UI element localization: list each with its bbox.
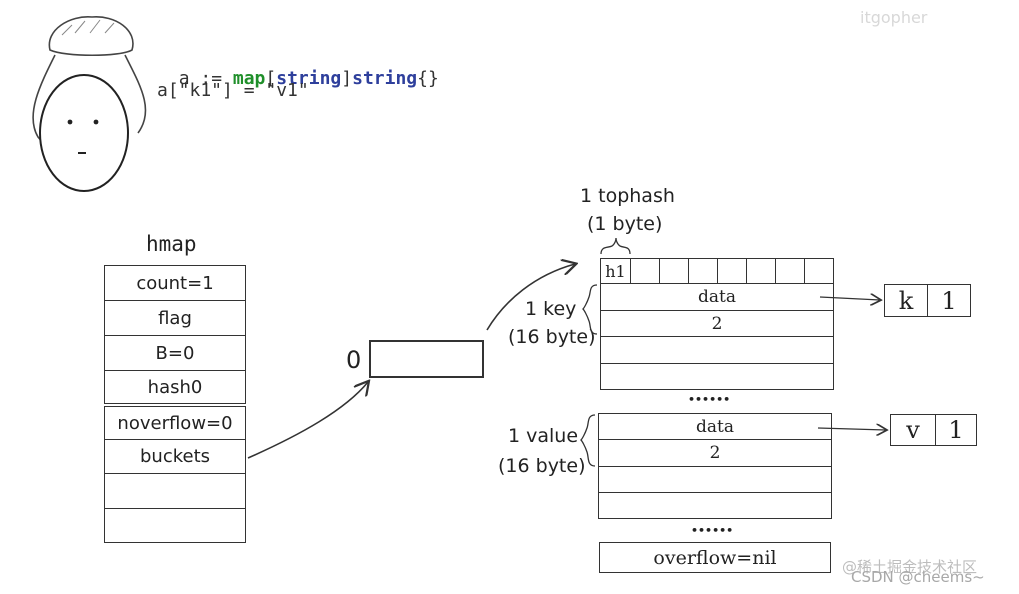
value-box-1: 1: [935, 414, 977, 446]
character-eye-left: [67, 119, 73, 125]
hmap-field-count: count=1: [104, 265, 246, 301]
key-row-empty: [600, 363, 834, 390]
character-hat: [48, 16, 134, 57]
watermark-csdn: CSDN @cheems~: [851, 568, 985, 586]
hmap-field-b: B=0: [104, 335, 246, 371]
hmap-field-hash0: hash0: [104, 370, 246, 404]
code-bracket-right: ]: [341, 68, 353, 89]
character-hat-stripes: [61, 19, 115, 36]
hmap-field-noverflow: noverflow=0: [104, 406, 246, 440]
value-label-line1: 1 value: [508, 425, 579, 447]
code-bracket-left: [: [265, 68, 277, 89]
hmap-field-buckets: buckets: [104, 439, 246, 474]
buckets-pointer-arrow: [247, 382, 368, 459]
tophash-cell: [746, 258, 776, 284]
tophash-brace: [600, 237, 631, 255]
code-value-type: string: [352, 68, 418, 89]
value-row-empty: [598, 492, 832, 519]
tophash-label-line2: (1 byte): [587, 213, 663, 235]
value-data-arrow: [817, 428, 886, 430]
key-ellipsis: ••••••: [688, 393, 731, 406]
key-box-k: k: [884, 284, 928, 317]
bucket-array-slot: [369, 340, 484, 378]
key-label-line1: 1 key: [525, 298, 577, 320]
value-row-2: 2: [598, 439, 832, 467]
character-face: [39, 74, 129, 192]
key-label-line2: (16 byte): [508, 326, 596, 348]
key-data-arrow: [819, 297, 880, 300]
value-label-line2: (16 byte): [498, 455, 586, 477]
value-ellipsis: ••••••: [691, 524, 734, 537]
overflow-field: overflow=nil: [599, 542, 831, 573]
code-line-2: a["k1"] = "v1": [157, 80, 309, 101]
value-brace: [580, 414, 596, 467]
tophash-label-line1: 1 tophash: [580, 185, 675, 207]
code-line-1: a := map[string]string{}: [157, 47, 439, 89]
value-box-v: v: [890, 414, 936, 446]
key-box-1: 1: [927, 284, 971, 317]
hmap-field-empty-2: [104, 508, 246, 543]
code-prefix: a :=: [178, 68, 233, 89]
code-key-type: string: [276, 68, 342, 89]
code-braces: {}: [417, 68, 439, 89]
hmap-title: hmap: [146, 232, 197, 256]
code-keyword-map: map: [232, 68, 266, 89]
watermark-juejin: @稀土掘金技术社区: [842, 558, 978, 576]
watermark-top: itgopher: [860, 8, 928, 27]
bucket-array-index: 0: [346, 346, 362, 374]
tophash-cell: [804, 258, 834, 284]
character-illustration: [32, 16, 147, 192]
character-eye-right: [93, 119, 99, 125]
key-brace: [582, 284, 598, 335]
hmap-field-flag: flag: [104, 300, 246, 336]
bucket-array-pointer-arrow: [486, 264, 575, 331]
hmap-field-empty-1: [104, 473, 246, 509]
